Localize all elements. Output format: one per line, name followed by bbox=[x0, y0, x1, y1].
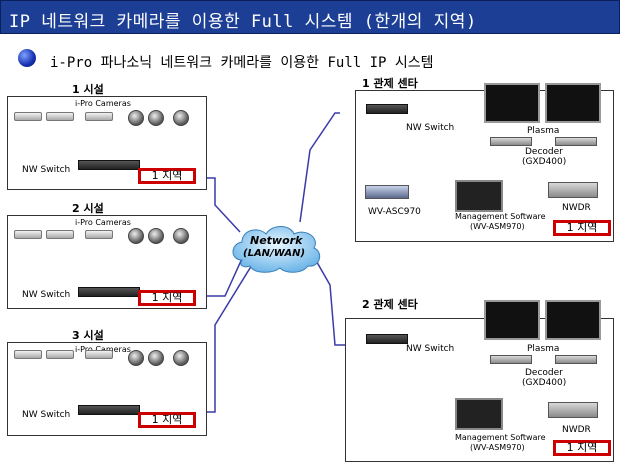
center-2-nwdr-label: NWDR bbox=[562, 425, 591, 435]
center-1-decoder-model: (GXD400) bbox=[522, 157, 567, 167]
center-1-asc-label: WV-ASC970 bbox=[368, 207, 421, 217]
center-1-switch-icon bbox=[366, 104, 408, 114]
site-1-switch-icon bbox=[78, 160, 140, 170]
center-2-plasma-label: Plasma bbox=[527, 344, 560, 354]
network-cloud-icon bbox=[232, 226, 321, 273]
center-1-software-model: (WV-ASM970) bbox=[470, 222, 525, 231]
site-2-name: 2 시설 bbox=[72, 202, 104, 215]
subtitle: i-Pro 파나소닉 네트워크 카메라를 이용한 Full IP 시스템 bbox=[50, 55, 434, 71]
center-2-region-badge: 1 지역 bbox=[553, 440, 611, 456]
box-camera-icon bbox=[46, 230, 74, 239]
center-2-switch-icon bbox=[366, 334, 408, 344]
center-2-decoder-model: (GXD400) bbox=[522, 378, 567, 388]
center-1-nwdr-label: NWDR bbox=[562, 203, 591, 213]
dome-camera-icon bbox=[173, 110, 189, 126]
site-3-switch-label: NW Switch bbox=[22, 410, 71, 420]
site-2-cameras-label: i-Pro Cameras bbox=[75, 218, 131, 227]
box-camera-icon bbox=[14, 112, 42, 121]
nwdr-recorder-icon bbox=[548, 402, 598, 418]
site-1-cameras-label: i-Pro Cameras bbox=[75, 99, 131, 108]
box-camera-icon bbox=[85, 112, 113, 121]
center-1-switch-label: NW Switch bbox=[406, 123, 455, 133]
site-1-region-badge: 1 지역 bbox=[138, 168, 196, 184]
center-1-plasma-label: Plasma bbox=[527, 126, 560, 136]
plasma-monitor-icon bbox=[545, 300, 601, 340]
dome-camera-icon bbox=[128, 350, 144, 366]
dome-camera-icon bbox=[128, 228, 144, 244]
dome-camera-icon bbox=[148, 110, 164, 126]
management-pc-icon bbox=[455, 180, 503, 212]
site-1-switch-label: NW Switch bbox=[22, 165, 71, 175]
plasma-monitor-icon bbox=[484, 83, 540, 123]
box-camera-icon bbox=[85, 230, 113, 239]
dome-camera-icon bbox=[173, 228, 189, 244]
decoder-icon bbox=[490, 137, 532, 146]
site-3-cameras-label: i-Pro Cameras bbox=[75, 345, 131, 354]
dome-camera-icon bbox=[148, 350, 164, 366]
center-1-software-label: Management Software bbox=[455, 212, 546, 221]
plasma-monitor-icon bbox=[545, 83, 601, 123]
center-2-software-label: Management Software bbox=[455, 433, 546, 442]
bullet-icon bbox=[18, 49, 36, 67]
box-camera-icon bbox=[85, 350, 113, 359]
box-camera-icon bbox=[14, 230, 42, 239]
dome-camera-icon bbox=[128, 110, 144, 126]
decoder-icon bbox=[555, 137, 597, 146]
site-3-name: 3 시설 bbox=[72, 329, 104, 342]
site-3-region-badge: 1 지역 bbox=[138, 412, 196, 428]
center-2-software-model: (WV-ASM970) bbox=[470, 443, 525, 452]
site-2-region-badge: 1 지역 bbox=[138, 290, 196, 306]
center-1-region-badge: 1 지역 bbox=[553, 220, 611, 236]
network-label: Network bbox=[250, 234, 303, 247]
management-pc-icon bbox=[455, 398, 503, 430]
site-2-switch-label: NW Switch bbox=[22, 290, 71, 300]
page-title: IP 네트워크 카메라를 이용한 Full 시스템 (한개의 지역) bbox=[9, 12, 477, 32]
box-camera-icon bbox=[46, 350, 74, 359]
nwdr-recorder-icon bbox=[548, 182, 598, 198]
center-2-decoder-label: Decoder bbox=[525, 368, 563, 378]
center-2-switch-label: NW Switch bbox=[406, 344, 455, 354]
asc-controller-icon bbox=[365, 185, 409, 199]
center-1-name: 1 관제 센타 bbox=[362, 77, 418, 90]
center-2-name: 2 관제 센타 bbox=[362, 298, 418, 311]
box-camera-icon bbox=[14, 350, 42, 359]
dome-camera-icon bbox=[148, 228, 164, 244]
network-sublabel: (LAN/WAN) bbox=[243, 248, 306, 259]
title-bar: IP 네트워크 카메라를 이용한 Full 시스템 (한개의 지역) bbox=[0, 0, 620, 34]
site-2-switch-icon bbox=[78, 287, 140, 297]
center-1-decoder-label: Decoder bbox=[525, 147, 563, 157]
site-1-name: 1 시설 bbox=[72, 83, 104, 96]
site-3-switch-icon bbox=[78, 405, 140, 415]
decoder-icon bbox=[555, 355, 597, 364]
box-camera-icon bbox=[46, 112, 74, 121]
plasma-monitor-icon bbox=[484, 300, 540, 340]
decoder-icon bbox=[490, 355, 532, 364]
dome-camera-icon bbox=[173, 350, 189, 366]
